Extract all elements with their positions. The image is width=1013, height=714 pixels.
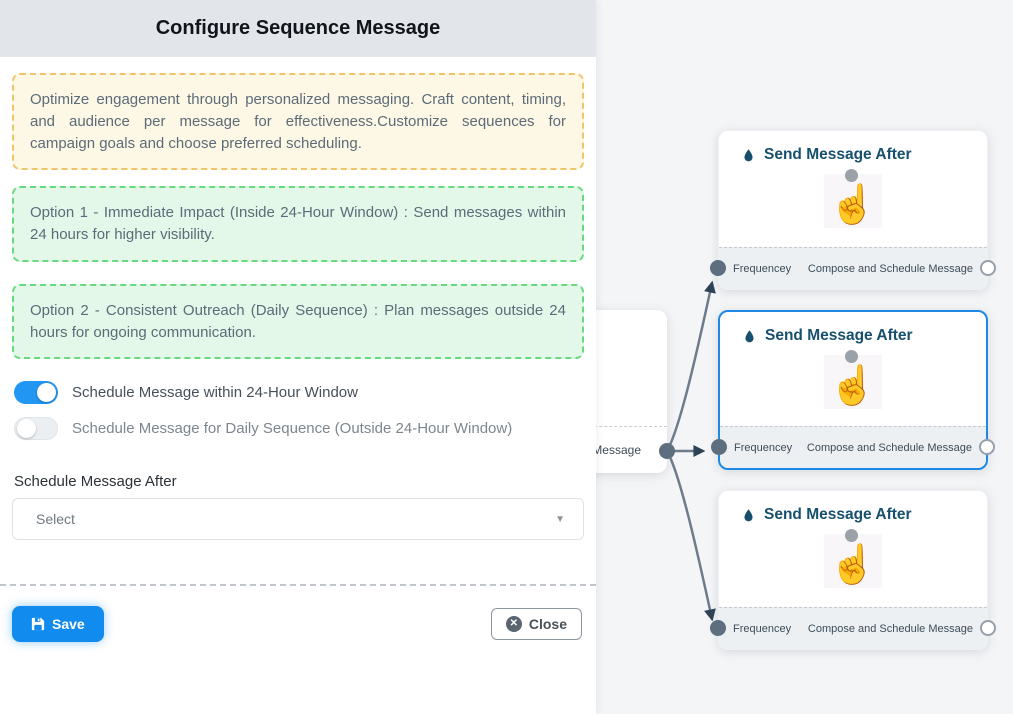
schedule-after-select[interactable]: Select ▼: [12, 498, 584, 541]
frequency-handle-label: Frequencey: [734, 441, 793, 454]
frequency-handle-label: Frequencey: [733, 262, 792, 275]
edge-to-node-1: [665, 280, 716, 452]
compose-handle-label: Compose and Schedule Message: [806, 441, 972, 454]
flow-node-1[interactable]: Send Message After ☝ Frequencey Compose …: [710, 130, 996, 290]
schedule-daily-toggle[interactable]: [14, 417, 58, 441]
cursor-dot-icon: [845, 529, 858, 542]
node-2-footer: Frequencey Compose and Schedule Message: [720, 426, 986, 468]
select-value: Select: [36, 511, 75, 528]
compose-handle-label: Compose and Schedule Message: [807, 262, 973, 275]
floppy-save-icon: [31, 618, 45, 631]
flow-node-2[interactable]: Send Message After ☝ Frequencey Compose …: [711, 310, 995, 470]
save-button-label: Save: [52, 616, 85, 633]
cursor-dot-icon: [845, 169, 858, 182]
node-2-title-row: Send Message After: [720, 312, 986, 345]
close-button[interactable]: ✕ Close: [490, 608, 582, 641]
source-handle-dot[interactable]: [659, 443, 675, 459]
schedule-24hr-toggle[interactable]: [14, 381, 58, 405]
toggle-knob: [17, 419, 36, 439]
close-icon: ✕: [505, 616, 522, 633]
node-title-label: Send Message After: [764, 146, 912, 163]
click-here-icon[interactable]: ☝: [824, 529, 882, 588]
schedule-daily-toggle-label: Schedule Message for Daily Sequence (Out…: [72, 420, 513, 438]
node-1-footer: Frequencey Compose and Schedule Message: [719, 247, 987, 289]
panel-header: Configure Sequence Message: [0, 0, 596, 57]
target-handle[interactable]: [710, 260, 726, 276]
page-title: Configure Sequence Message: [155, 17, 441, 39]
source-handle[interactable]: [979, 439, 995, 455]
compose-handle-label: Compose and Schedule Message: [807, 622, 973, 635]
droplet-icon: [745, 329, 754, 342]
frequency-handle-label: Frequencey: [733, 622, 792, 635]
node-title-label: Send Message After: [765, 327, 913, 344]
click-here-icon[interactable]: ☝: [824, 350, 882, 409]
node-1-title-row: Send Message After: [719, 131, 987, 164]
target-handle[interactable]: [710, 620, 726, 636]
close-button-label: Close: [528, 616, 567, 633]
target-handle[interactable]: [711, 439, 727, 455]
option1-info-box: Option 1 - Immediate Impact (Inside 24-H…: [12, 186, 584, 262]
option2-info-box: Option 2 - Consistent Outreach (Daily Se…: [12, 283, 584, 360]
droplet-icon: [744, 148, 753, 161]
edge-to-node-3: [665, 450, 716, 622]
click-here-icon[interactable]: ☝: [824, 169, 882, 228]
toggle-row-24hr: Schedule Message within 24-Hour Window: [14, 381, 584, 405]
panel-footer: Save ✕ Close: [0, 586, 596, 643]
schedule-after-label: Schedule Message After: [14, 473, 177, 491]
hand-pointer-icon: ☝: [829, 184, 877, 226]
chevron-down-icon: ▼: [555, 513, 565, 525]
toggle-knob: [37, 383, 56, 403]
toggle-row-daily: Schedule Message for Daily Sequence (Out…: [14, 417, 584, 441]
flow-node-3[interactable]: Send Message After ☝ Frequencey Compose …: [710, 490, 996, 650]
save-button[interactable]: Save: [12, 606, 104, 643]
droplet-icon: [744, 508, 753, 521]
panel-body: Optimize engagement through personalized…: [0, 57, 596, 541]
node-3-footer: Frequencey Compose and Schedule Message: [719, 607, 987, 649]
hand-pointer-icon: ☝: [829, 365, 877, 407]
configure-sequence-panel: Configure Sequence Message Optimize enga…: [0, 0, 596, 714]
footer-divider: [0, 584, 596, 587]
cursor-dot-icon: [845, 350, 858, 363]
source-handle[interactable]: [980, 620, 996, 636]
intro-info-box: Optimize engagement through personalized…: [12, 73, 584, 171]
hand-pointer-icon: ☝: [829, 544, 877, 586]
node-3-title-row: Send Message After: [719, 491, 987, 524]
node-title-label: Send Message After: [764, 506, 912, 523]
schedule-24hr-toggle-label: Schedule Message within 24-Hour Window: [72, 384, 358, 402]
source-handle[interactable]: [980, 260, 996, 276]
